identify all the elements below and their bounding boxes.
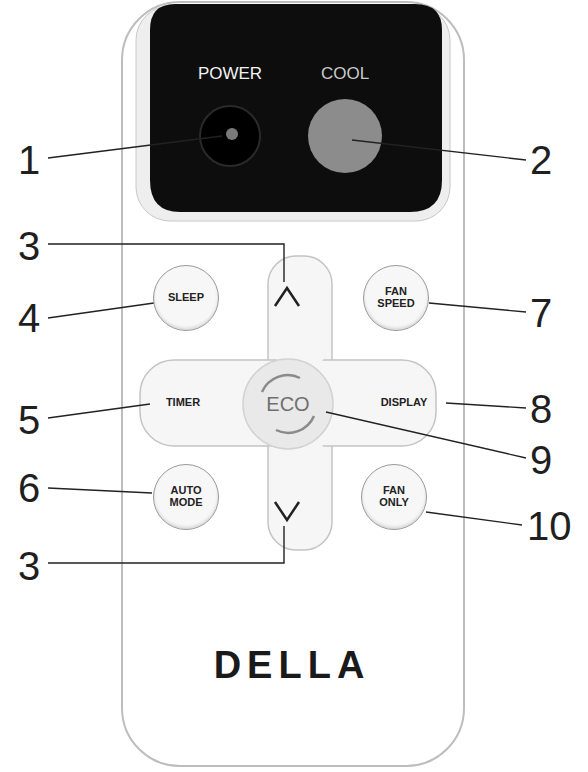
callout-number: 10 [527,506,572,546]
eco-ring [276,416,314,433]
button-label: COOL [321,64,369,84]
up-arrow [275,288,299,306]
remote-body [122,2,464,766]
down-arrow [275,502,299,520]
leader-line [48,404,150,418]
leader-line [326,412,526,458]
pad-key: ECO [264,393,312,416]
leader-line [446,403,526,408]
remote-button: AUTO MODE [153,464,219,530]
leader-line [48,488,152,493]
leader-line [426,512,522,525]
top-panel [150,4,442,212]
remote-button: FAN ONLY [361,464,427,530]
button-label: TIMER [166,397,200,409]
callout-number: 2 [530,140,552,180]
remote-button: SLEEP [153,265,219,331]
callout-number: 1 [18,140,40,180]
leader-line [48,303,154,318]
eco-ring [262,375,300,392]
leader-line [352,140,526,160]
callout-number: 3 [18,546,40,586]
pad-key: DISPLAY [379,396,430,410]
pad-key: TIMER [164,396,203,410]
callout-number: 5 [18,400,40,440]
remote-button: FAN SPEED [363,265,429,331]
button-label: DISPLAY [381,397,428,409]
callout-number: 7 [530,293,552,333]
leader-line [48,526,284,563]
eco-button [243,359,333,449]
callout-number: 4 [18,298,40,338]
cool-button [308,99,382,173]
power-button [200,106,260,166]
button-label: FAN ONLY [368,485,420,508]
callout-number: 8 [530,389,552,429]
callout-number: 6 [18,468,40,508]
dpad-join [270,258,330,368]
top-button: COOL [318,63,373,85]
brand-logo: DELLA [214,646,371,684]
top-button: POWER [195,63,266,85]
button-label: SLEEP [168,292,204,304]
leader-line [429,303,526,312]
power-dot [226,128,238,140]
button-label: FAN SPEED [370,286,422,309]
button-label: AUTO MODE [160,485,212,508]
callout-number: 3 [18,226,40,266]
leader-line [48,136,222,158]
dpad-join [270,438,330,548]
button-label: ECO [266,394,309,415]
button-label: POWER [198,64,262,84]
callout-number: 9 [530,440,552,480]
